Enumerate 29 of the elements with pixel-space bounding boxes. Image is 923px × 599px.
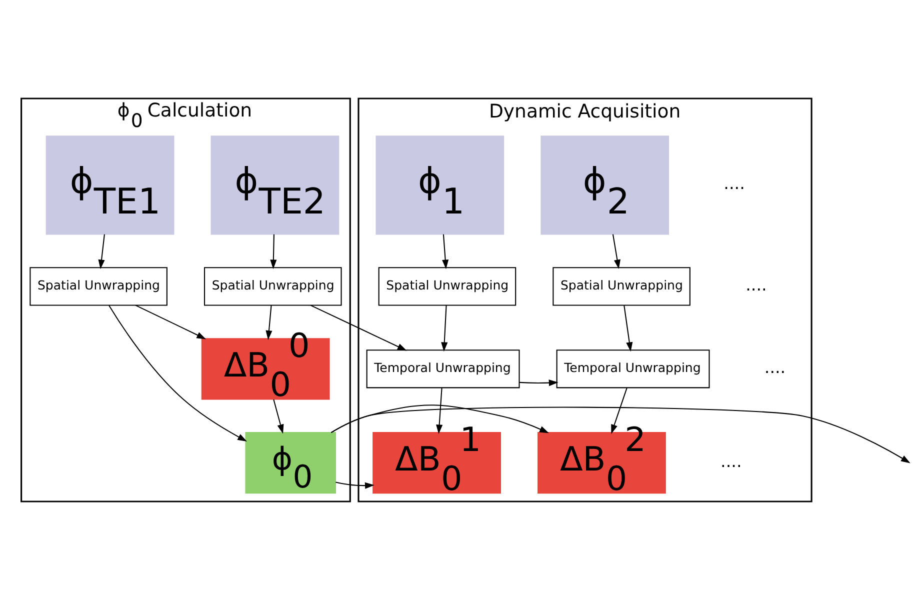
label: .... xyxy=(764,356,786,376)
node-label: 1 xyxy=(460,419,481,458)
arrow xyxy=(436,388,443,434)
label: .... xyxy=(724,172,745,193)
arrow xyxy=(519,379,558,386)
arrow xyxy=(330,406,910,463)
node-box: Temporal Unwrapping xyxy=(366,349,520,388)
arrow xyxy=(273,398,284,434)
node-box: Spatial Unwrapping xyxy=(552,266,690,306)
node-label: 2 xyxy=(624,419,646,458)
arrow xyxy=(310,304,407,350)
arrow xyxy=(336,481,374,488)
arrow xyxy=(108,304,248,441)
arrow xyxy=(611,387,628,434)
node-box: Spatial Unwrapping xyxy=(30,266,168,306)
arrow xyxy=(266,304,272,340)
node-box: Spatial Unwrapping xyxy=(204,266,342,306)
arrow xyxy=(612,234,620,269)
node-box: Spatial Unwrapping xyxy=(378,266,516,306)
arrow xyxy=(270,234,277,269)
arrow xyxy=(441,304,448,352)
arrow xyxy=(135,304,206,339)
node-label: 0 xyxy=(288,325,310,364)
node-box: Temporal Unwrapping xyxy=(556,349,710,388)
arrow xyxy=(624,304,633,352)
arrow xyxy=(442,234,449,269)
label: .... xyxy=(746,274,767,294)
label: .... xyxy=(720,450,742,470)
arrow xyxy=(98,234,105,269)
